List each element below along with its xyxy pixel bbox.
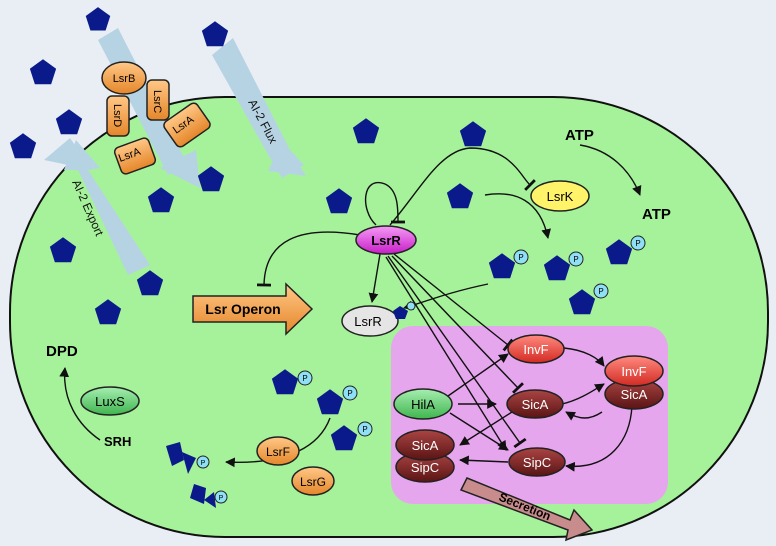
svg-text:P: P	[635, 239, 640, 248]
svg-text:LsrF: LsrF	[266, 445, 290, 459]
ai2-molecule	[9, 133, 37, 159]
phospho-ai2: P	[271, 369, 313, 395]
lsrd-protein: LsrD	[106, 95, 130, 137]
svg-text:LsrK: LsrK	[547, 189, 574, 204]
atp-label-bottom: ATP	[642, 206, 671, 223]
lsrr-node: LsrR	[355, 225, 417, 255]
svg-text:InvF: InvF	[523, 342, 548, 357]
phospho-ai2: P	[330, 421, 373, 451]
svg-text:P: P	[362, 425, 367, 434]
svg-text:SipC: SipC	[523, 455, 551, 470]
lsrb-protein: LsrB	[101, 61, 147, 95]
lsrk-node: LsrK	[530, 180, 590, 212]
invf-node: InvF	[507, 334, 565, 364]
lsrg-node: LsrG	[291, 466, 335, 496]
ai2-molecule	[29, 59, 57, 85]
svg-text:SipC: SipC	[411, 460, 439, 475]
dpd-label: DPD	[46, 343, 78, 360]
ai2-molecule	[55, 109, 83, 135]
svg-text:P: P	[201, 460, 206, 467]
phospho-ai2: P	[605, 235, 646, 265]
svg-text:P: P	[573, 255, 578, 264]
lsr-operon: Lsr Operon	[192, 282, 314, 336]
phospho-ai2: P	[543, 251, 584, 281]
phospho-ai2-molecules: P P P P P P P	[271, 235, 646, 451]
svg-text:SicA: SicA	[621, 387, 648, 402]
lsr-transporter: LsrB LsrC LsrD LsrA LsrA	[101, 61, 211, 175]
lsra-protein-left: LsrA	[113, 137, 157, 175]
svg-text:LsrR: LsrR	[354, 314, 381, 329]
lsrc-label: LsrC	[151, 90, 163, 113]
sica-node: SicA	[506, 389, 564, 419]
sipc-node: SipC	[508, 447, 566, 477]
svg-text:SicA: SicA	[412, 438, 439, 453]
invf-sica-complex: InvF SicA	[604, 355, 664, 410]
luxs-node: LuxS	[80, 386, 140, 416]
svg-text:LsrG: LsrG	[300, 475, 326, 489]
lsrf-node: LsrF	[256, 436, 300, 466]
hila-node: HilA	[393, 388, 453, 420]
ai2-molecule	[85, 7, 111, 31]
lsrd-label: LsrD	[111, 104, 123, 127]
svg-text:P: P	[518, 253, 523, 262]
srh-label: SRH	[104, 434, 131, 449]
atp-label-top: ATP	[565, 127, 594, 144]
svg-text:P: P	[347, 389, 352, 398]
lsra-protein-right: LsrA	[163, 102, 211, 148]
svg-text:P: P	[302, 374, 307, 383]
phospho-ai2: P	[488, 249, 529, 279]
lsrb-label: LsrB	[113, 73, 136, 85]
lsrc-protein: LsrC	[146, 79, 170, 121]
svg-text:InvF: InvF	[621, 364, 646, 379]
ai2-molecule	[201, 21, 229, 47]
svg-text:P: P	[219, 495, 224, 502]
svg-text:HilA: HilA	[411, 397, 435, 412]
lsr-operon-label: Lsr Operon	[205, 301, 280, 317]
svg-text:SicA: SicA	[522, 397, 549, 412]
phospho-ai2: P	[568, 283, 609, 315]
lsrr-bound-node: LsrR	[341, 301, 416, 337]
phospho-ai2: P	[316, 385, 358, 415]
sica-sipc-complex: SicA SipC	[395, 429, 455, 483]
svg-text:LsrR: LsrR	[371, 233, 401, 248]
svg-text:LuxS: LuxS	[95, 394, 125, 409]
degradation-products: P P	[166, 442, 228, 508]
svg-text:P: P	[598, 287, 603, 296]
